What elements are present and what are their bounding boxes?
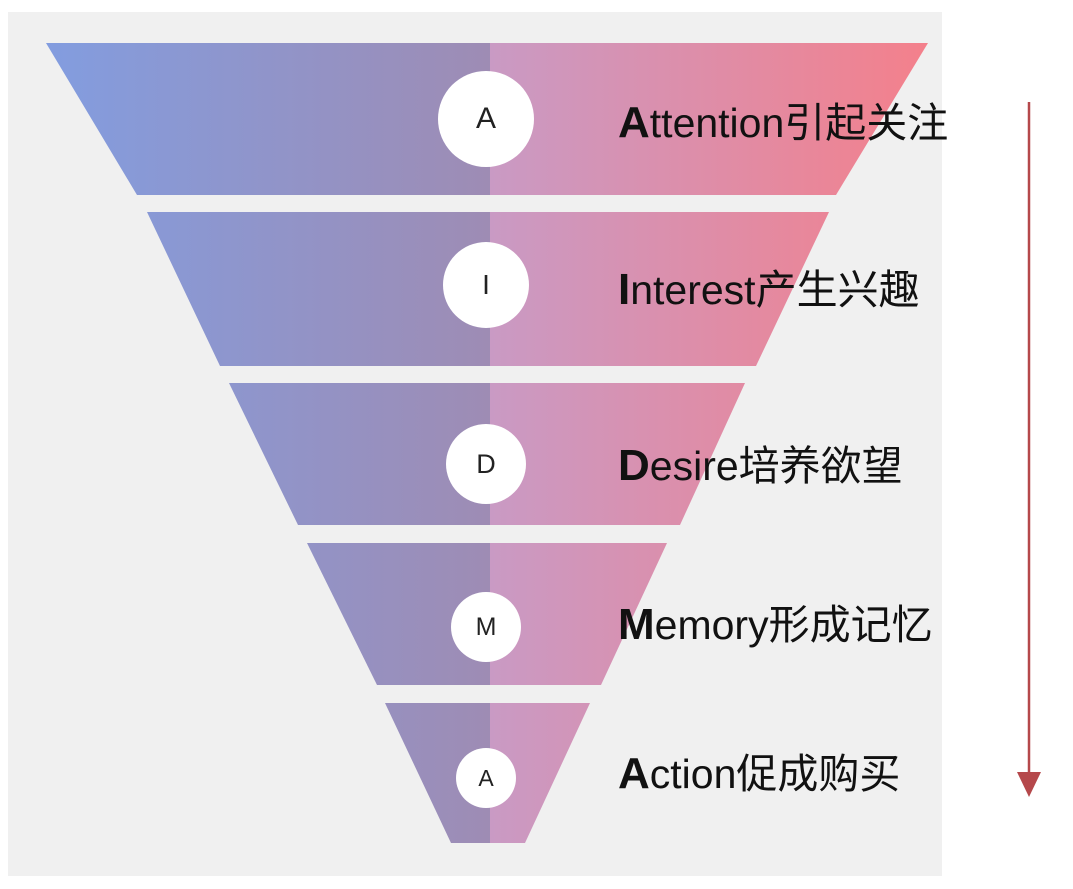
stage-english: ction xyxy=(649,751,737,797)
badge-letter: I xyxy=(482,269,490,300)
stage-initial: M xyxy=(618,600,655,649)
stage-initial: A xyxy=(618,749,650,798)
stage-chinese: 引起关注 xyxy=(784,100,949,146)
badge-letter: D xyxy=(476,448,496,479)
funnel-layer-interest xyxy=(147,212,829,366)
stage-english: emory xyxy=(654,602,769,648)
stage-label-attention: Attention引起关注 xyxy=(618,101,948,145)
funnel-layer-memory xyxy=(307,543,667,685)
stage-label-interest: Interest产生兴趣 xyxy=(618,268,920,312)
stage-badge-action: A xyxy=(456,748,516,808)
stage-badge-desire: D xyxy=(446,424,526,504)
stage-chinese: 产生兴趣 xyxy=(755,267,920,313)
badge-letter: M xyxy=(475,612,497,641)
stage-initial: I xyxy=(618,265,631,314)
badge-letter: A xyxy=(475,102,496,135)
badge-letter: A xyxy=(478,764,494,791)
stage-label-desire: Desire培养欲望 xyxy=(618,444,903,488)
stage-chinese: 形成记忆 xyxy=(768,602,933,648)
stage-initial: A xyxy=(618,98,650,147)
stage-initial: D xyxy=(618,441,650,490)
stage-chinese: 促成购买 xyxy=(736,751,901,797)
funnel-layer-desire xyxy=(229,383,745,525)
funnel-layer-attention xyxy=(46,43,928,195)
stage-badge-memory: M xyxy=(451,592,521,662)
stage-english: nterest xyxy=(630,267,756,313)
stage-label-memory: Memory形成记忆 xyxy=(618,603,933,647)
down-arrow-icon xyxy=(1017,102,1041,797)
stage-badge-attention: A xyxy=(438,71,534,167)
stage-chinese: 培养欲望 xyxy=(738,443,903,489)
stage-badge-interest: I xyxy=(443,242,529,328)
stage-english: esire xyxy=(649,443,739,489)
stage-label-action: Action促成购买 xyxy=(618,752,900,796)
stage-english: ttention xyxy=(649,100,785,146)
funnel-layer-action xyxy=(385,703,590,843)
